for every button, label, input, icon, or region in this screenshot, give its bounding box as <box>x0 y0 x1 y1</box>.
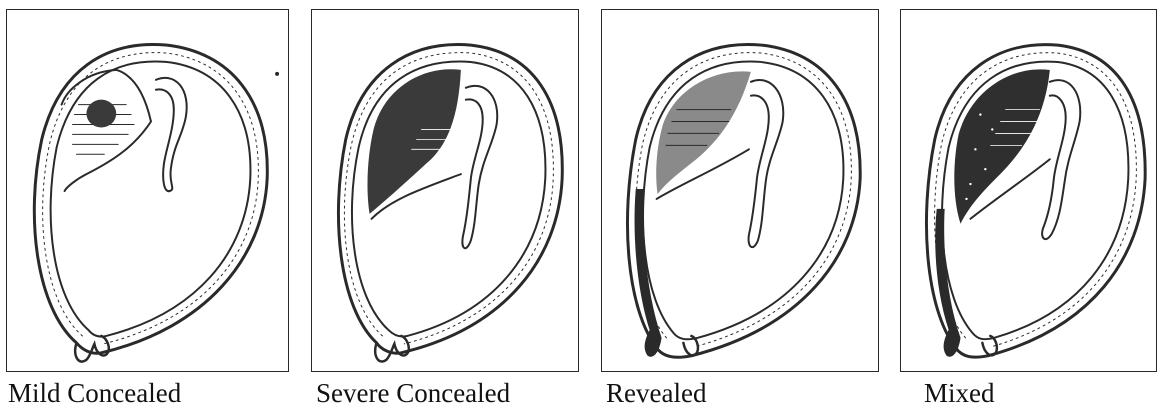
retroplacental-clot <box>656 71 751 194</box>
uterus-illustration-revealed <box>602 10 878 371</box>
panel-revealed <box>601 9 879 372</box>
umbilical-cord <box>749 80 784 247</box>
uterine-wall-inner <box>51 61 251 336</box>
cervix <box>75 336 109 362</box>
caption-revealed: Revealed <box>606 377 706 409</box>
retroplacental-clot <box>86 100 116 128</box>
uterus-illustration-mixed <box>901 10 1156 371</box>
uterus-illustration-severe-concealed <box>312 10 578 371</box>
retroplacental-clot <box>954 69 1050 223</box>
revealed-bleeding-track <box>935 209 960 357</box>
uterine-wall-inner <box>643 62 843 340</box>
caption-mild-concealed: Mild Concealed <box>8 377 181 409</box>
panel-mild-concealed <box>6 9 289 372</box>
panel-mixed <box>900 9 1157 372</box>
caption-mixed: Mixed <box>924 377 995 409</box>
caption-severe-concealed: Severe Concealed <box>316 377 510 409</box>
umbilical-cord <box>156 78 187 191</box>
panel-severe-concealed <box>311 9 579 372</box>
umbilical-cord <box>462 86 497 248</box>
uterus-illustration-mild-concealed <box>7 10 288 371</box>
